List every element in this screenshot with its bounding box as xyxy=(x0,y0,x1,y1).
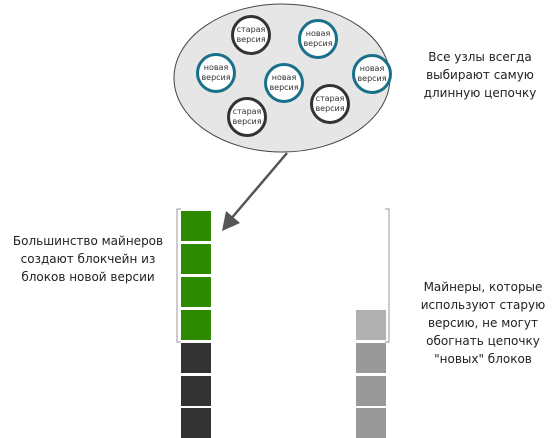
pointer-arrowhead xyxy=(222,211,240,231)
minority-caption: Майнеры, которые используют старую верси… xyxy=(420,280,546,366)
old-version-block xyxy=(181,408,211,438)
new-version-block xyxy=(181,244,211,274)
old-version-block xyxy=(181,343,211,373)
minority-block xyxy=(356,343,386,373)
node-old-version: старая версия xyxy=(227,97,267,137)
majority-bracket xyxy=(176,208,181,343)
node-new-version: новая версия xyxy=(196,53,236,93)
minority-block xyxy=(356,376,386,406)
node-new-version: новая версия xyxy=(352,54,392,94)
minority-block xyxy=(356,310,386,340)
pointer-arrow-line xyxy=(229,152,288,221)
minority-block xyxy=(356,408,386,438)
network-caption: Все узлы всегда выбирают самую длинную ц… xyxy=(423,50,537,100)
new-version-block xyxy=(181,211,211,241)
node-new-version: новая версия xyxy=(264,63,304,103)
node-old-version: старая версия xyxy=(231,15,271,55)
majority-caption: Большинство майнеров создают блокчейн из… xyxy=(12,234,164,284)
new-version-block xyxy=(181,277,211,307)
node-new-version: новая версия xyxy=(298,19,338,59)
node-old-version: старая версия xyxy=(310,84,350,124)
new-version-block xyxy=(181,310,211,340)
majority-bracket-right xyxy=(385,208,390,343)
old-version-block xyxy=(181,376,211,406)
